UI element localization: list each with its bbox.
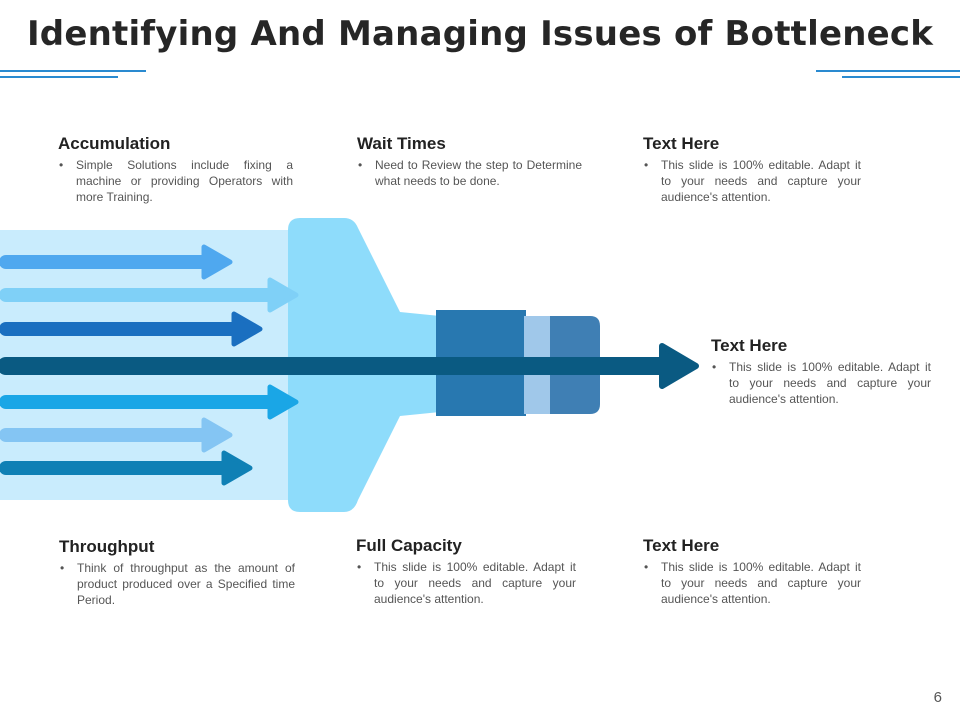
text-here-right-bullet: • This slide is 100% editable. Adapt it t… xyxy=(711,359,931,407)
input-arrow xyxy=(0,450,253,486)
full-capacity-heading: Full Capacity xyxy=(356,536,462,555)
title-rule-right-bottom xyxy=(842,76,960,78)
wait-times-heading: Wait Times xyxy=(357,134,446,153)
text-here-top-bullet: • This slide is 100% editable. Adapt it t… xyxy=(643,157,861,205)
text-here-top-heading: Text Here xyxy=(643,134,720,153)
full-capacity-block: Full Capacity • This slide is 100% editab… xyxy=(356,536,576,607)
page-number: 6 xyxy=(933,689,942,706)
bullet-icon: • xyxy=(59,158,64,172)
input-arrow xyxy=(0,384,299,420)
bullet-icon: • xyxy=(357,560,362,574)
wait-times-block: Wait Times • Need to Review the step to D… xyxy=(357,134,582,189)
output-arrow-head xyxy=(659,343,699,389)
bullet-icon: • xyxy=(60,561,65,575)
text-here-bottom-text: This slide is 100% editable. Adapt it to… xyxy=(661,560,861,606)
throughput-heading: Throughput xyxy=(59,537,155,556)
input-arrow xyxy=(0,311,263,347)
throughput-block: Throughput • Think of throughput as the a… xyxy=(59,537,295,608)
wait-times-bullet: • Need to Review the step to Determine wh… xyxy=(357,157,582,189)
bullet-icon: • xyxy=(358,158,363,172)
bullet-icon: • xyxy=(644,158,649,172)
full-capacity-text: This slide is 100% editable. Adapt it to… xyxy=(374,560,576,606)
bullet-icon: • xyxy=(644,560,649,574)
input-arrow-head xyxy=(201,417,233,453)
text-here-right-heading: Text Here xyxy=(711,336,788,355)
text-here-bottom-bullet: • This slide is 100% editable. Adapt it t… xyxy=(643,559,861,607)
text-here-top-text: This slide is 100% editable. Adapt it to… xyxy=(661,158,861,204)
title-rule-right-top xyxy=(816,70,960,72)
text-here-bottom-heading: Text Here xyxy=(643,536,720,555)
input-arrow xyxy=(0,277,299,313)
title-rule-left-top xyxy=(0,70,146,72)
wait-times-text: Need to Review the step to Determine wha… xyxy=(375,158,582,188)
accumulation-text: Simple Solutions include fixing a machin… xyxy=(76,158,293,204)
input-arrow-head xyxy=(267,384,299,420)
input-arrow-head xyxy=(201,244,233,280)
accumulation-block: Accumulation • Simple Solutions include f… xyxy=(58,134,293,205)
bullet-icon: • xyxy=(712,360,717,374)
title-rule-left-bottom xyxy=(0,76,118,78)
input-arrow xyxy=(0,417,233,453)
accumulation-bullet: • Simple Solutions include fixing a machi… xyxy=(58,157,293,205)
throughput-text: Think of throughput as the amount of pro… xyxy=(77,561,295,607)
text-here-bottom-block: Text Here • This slide is 100% editable. … xyxy=(643,536,861,607)
input-arrow-head xyxy=(267,277,299,313)
throughput-bullet: • Think of throughput as the amount of pr… xyxy=(59,560,295,608)
full-capacity-bullet: • This slide is 100% editable. Adapt it t… xyxy=(356,559,576,607)
input-arrows xyxy=(0,244,299,486)
text-here-top-block: Text Here • This slide is 100% editable. … xyxy=(643,134,861,205)
text-here-right-text: This slide is 100% editable. Adapt it to… xyxy=(729,360,931,406)
text-here-right-block: Text Here • This slide is 100% editable. … xyxy=(711,336,931,407)
accumulation-heading: Accumulation xyxy=(58,134,171,153)
slide-title: Identifying And Managing Issues of Bottl… xyxy=(26,14,934,54)
input-arrow xyxy=(0,244,233,280)
input-arrow-head xyxy=(221,450,253,486)
input-arrow-head xyxy=(231,311,263,347)
output-arrow xyxy=(0,343,699,389)
